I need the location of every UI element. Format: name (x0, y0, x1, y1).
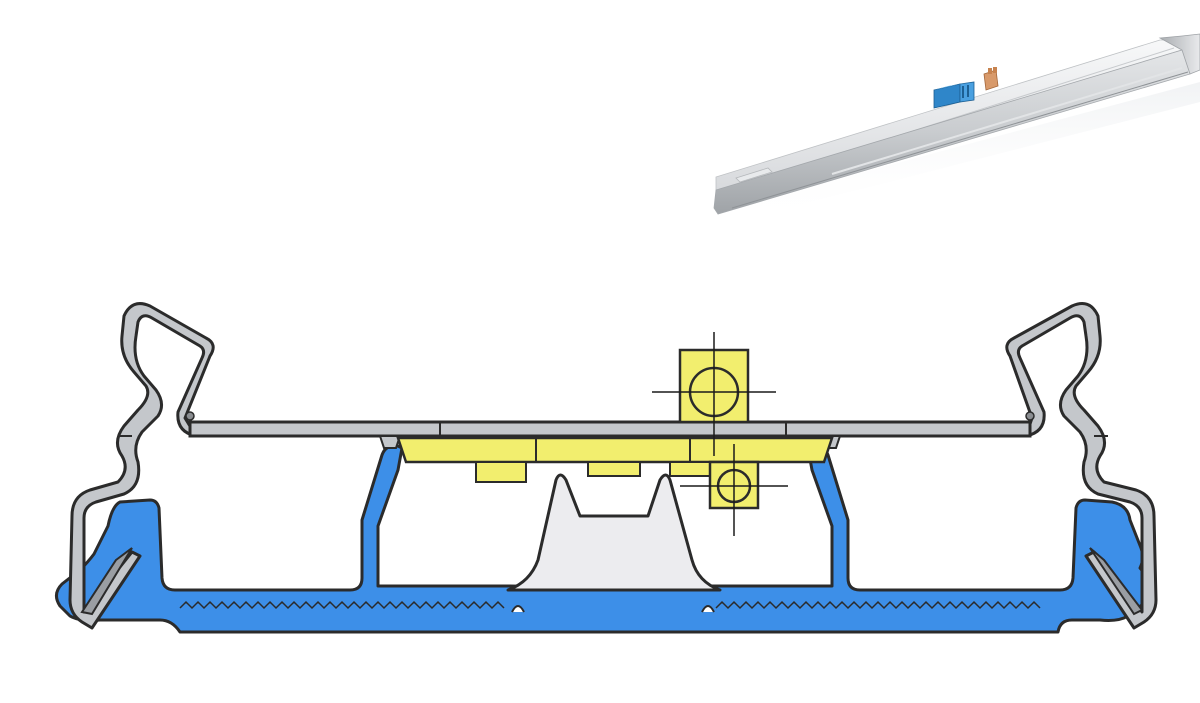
product-photo (713, 33, 1200, 227)
copper-contacts (983, 67, 999, 91)
rail-bottom-edge (731, 71, 1189, 209)
rail-serration-left (179, 600, 505, 610)
mounting-profile-left (68, 302, 215, 630)
connector-block (933, 81, 975, 109)
led-strip (831, 67, 1183, 175)
photo-shadow (714, 82, 1200, 227)
insert-foot-left (475, 461, 527, 483)
insert-bar (396, 436, 834, 464)
crosshair-lower (680, 444, 788, 536)
crosshair-upper (652, 332, 776, 456)
mounting-profile-right (1005, 302, 1158, 630)
mounting-profile (68, 302, 1158, 630)
rail-center-notch-right (701, 605, 715, 613)
clip-left (80, 547, 133, 616)
insert-foot-center (587, 461, 641, 477)
plate-tab-left (378, 435, 402, 449)
rivet (1025, 411, 1035, 421)
rivet (185, 411, 195, 421)
diffuser-lens (506, 473, 722, 592)
rail-serration-right (715, 600, 1041, 610)
insert-foot-right (669, 461, 711, 477)
mounting-top-plate (188, 420, 1032, 438)
rail-end-clip (735, 167, 773, 183)
rail-center-notch-left (511, 605, 525, 613)
clip-right (1089, 547, 1144, 616)
rail-end-cap (1158, 33, 1200, 75)
